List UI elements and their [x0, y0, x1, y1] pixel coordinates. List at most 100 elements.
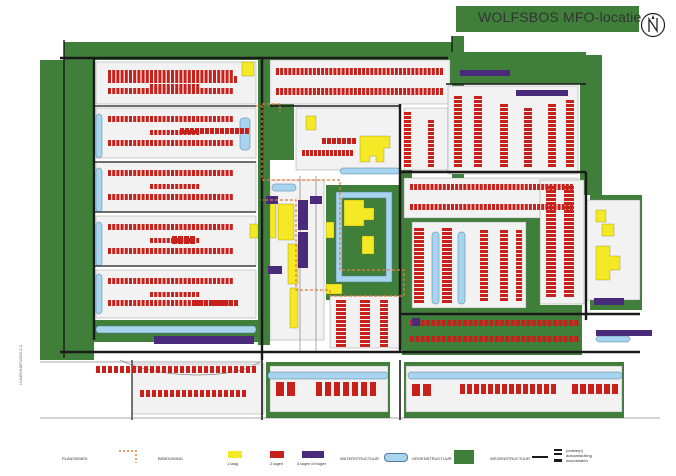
house-block — [546, 198, 556, 201]
house-block — [221, 70, 225, 76]
house-block — [162, 194, 166, 200]
house-block — [546, 230, 556, 233]
house-block — [129, 116, 132, 122]
house-block — [442, 300, 452, 303]
house-block — [566, 124, 574, 127]
house-block — [126, 366, 130, 373]
house-block — [516, 234, 522, 237]
house-block — [166, 170, 170, 176]
house-block — [217, 194, 221, 200]
legend-one-storey-label: 1 laag — [227, 461, 238, 466]
green-west-low — [40, 300, 94, 360]
house-block — [166, 194, 170, 200]
house-block — [141, 300, 145, 306]
house-block — [158, 292, 162, 297]
house-block — [508, 204, 512, 210]
house-block — [480, 262, 488, 265]
green-east-strip — [580, 55, 602, 195]
house-block — [154, 84, 158, 89]
house-block — [171, 184, 174, 189]
house-block — [496, 204, 500, 210]
house-block — [162, 84, 166, 89]
house-block — [500, 136, 508, 139]
house-block — [129, 248, 132, 254]
house-block — [546, 254, 556, 257]
water-south-canal — [95, 325, 257, 334]
house-block — [204, 194, 208, 200]
house-block — [546, 202, 556, 205]
house-block — [179, 278, 183, 284]
house-block — [224, 390, 228, 397]
house-block — [475, 204, 479, 210]
house-block — [145, 278, 149, 284]
house-block — [183, 70, 187, 76]
house-block — [548, 112, 556, 115]
house-block — [154, 292, 158, 297]
house-block — [524, 128, 532, 131]
house-block — [414, 300, 424, 303]
house-block — [108, 76, 111, 83]
house-block — [454, 140, 462, 143]
house-block — [604, 384, 610, 394]
house-block — [546, 282, 556, 285]
house-block — [500, 250, 508, 253]
house-block — [162, 76, 166, 83]
house-block — [474, 100, 482, 103]
house-block — [360, 328, 370, 331]
house-block — [225, 278, 229, 284]
house-block — [326, 150, 329, 156]
house-block — [108, 300, 111, 306]
house-block — [480, 270, 488, 273]
house-block — [152, 390, 156, 397]
house-block — [442, 232, 452, 235]
house-block — [217, 300, 221, 306]
house-block — [459, 204, 463, 210]
house-block — [225, 170, 229, 176]
house-block — [246, 366, 250, 373]
house-block — [403, 88, 407, 95]
house-block — [528, 184, 532, 190]
house-block — [171, 292, 174, 297]
house-block — [382, 88, 386, 95]
house-block — [352, 138, 356, 144]
house-block — [108, 70, 111, 76]
house-block — [380, 320, 388, 323]
house-block — [564, 246, 574, 249]
house-block — [516, 254, 522, 257]
house-block — [438, 204, 442, 210]
house-block — [428, 148, 434, 151]
house-block — [171, 170, 174, 176]
house-block — [548, 132, 556, 135]
house-block — [566, 116, 574, 119]
house-block — [548, 164, 556, 167]
house-block — [500, 184, 504, 190]
house-block — [196, 140, 200, 146]
house-block — [192, 88, 195, 94]
house-block — [410, 184, 413, 190]
house-block — [284, 68, 288, 75]
house-block — [175, 140, 179, 146]
house-block — [546, 242, 556, 245]
house-block — [179, 300, 183, 306]
house-block — [292, 68, 296, 75]
house-block — [564, 290, 574, 293]
house-block — [196, 248, 200, 254]
house-block — [564, 186, 574, 189]
house-block — [414, 284, 424, 287]
house-block — [154, 300, 158, 306]
house-block — [154, 170, 158, 176]
house-block — [116, 88, 120, 94]
house-block — [129, 170, 132, 176]
house-block — [133, 76, 137, 83]
house-block — [336, 336, 346, 339]
house-block — [229, 278, 233, 284]
house-block — [208, 70, 212, 76]
house-block — [204, 248, 208, 254]
house-block — [500, 104, 508, 107]
house-block — [473, 336, 478, 342]
house-block — [410, 336, 414, 342]
house-block — [132, 366, 136, 373]
house-block — [194, 300, 198, 306]
house-block — [162, 292, 166, 297]
house-block — [442, 296, 452, 299]
